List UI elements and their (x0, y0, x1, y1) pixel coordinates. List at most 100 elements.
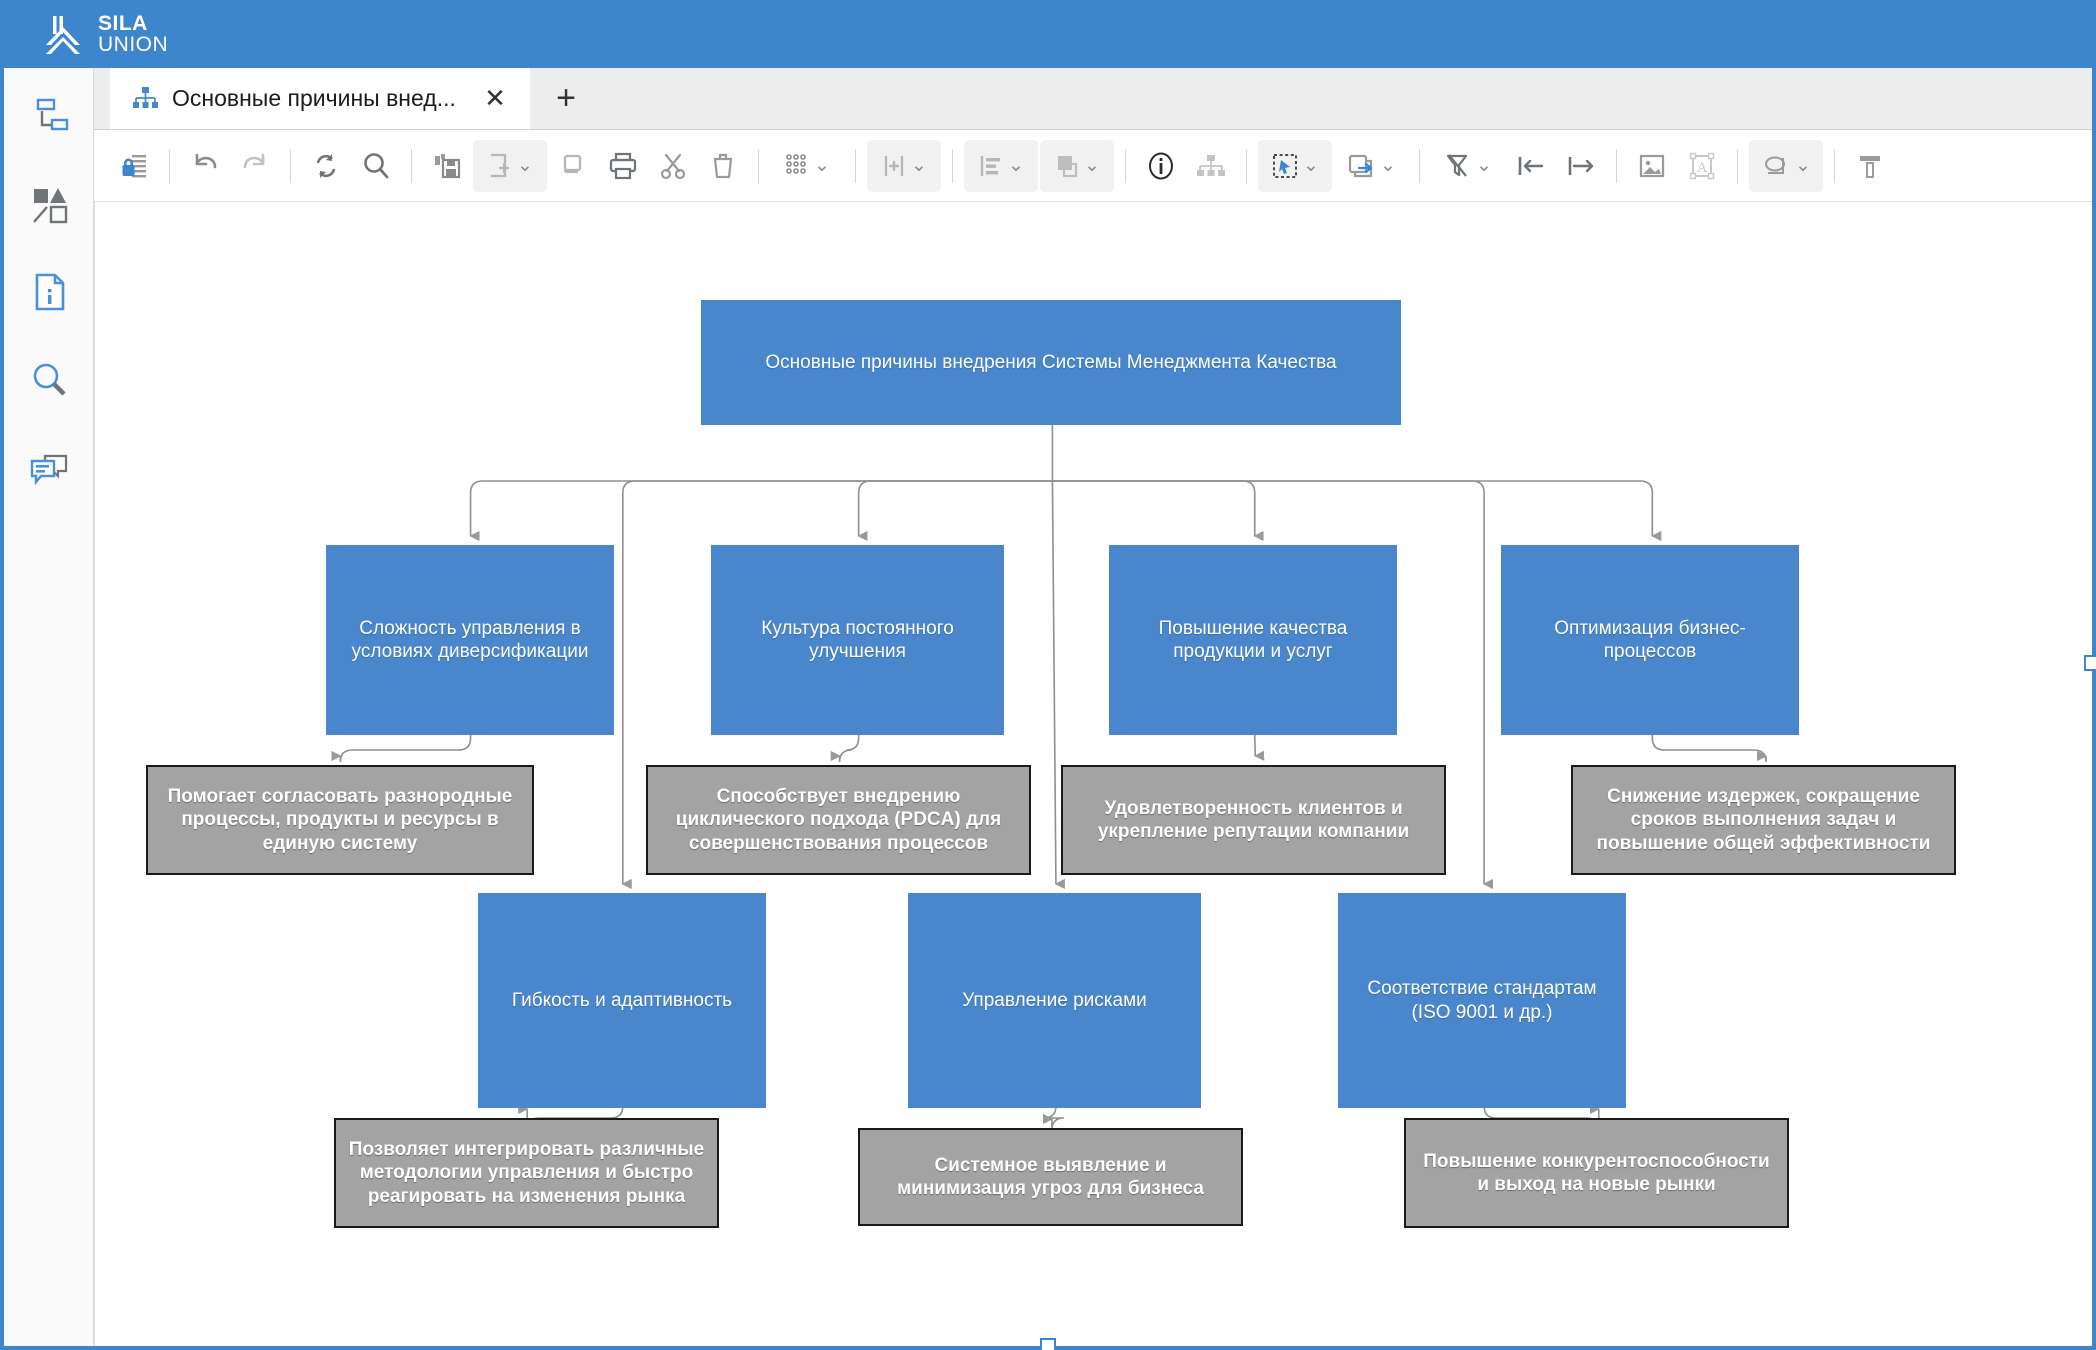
save-copy-button[interactable] (423, 140, 471, 192)
insert-column-dropdown-icon (884, 155, 904, 176)
toolbar-separator (1419, 148, 1420, 183)
sidebar-item-comments[interactable] (19, 440, 79, 496)
brand-name-line1: SILA (98, 12, 148, 35)
toolbar-separator (1246, 148, 1247, 183)
align-dropdown-button[interactable]: ⌄ (964, 139, 1038, 192)
undo-button[interactable] (181, 140, 229, 192)
insert-image-icon (1639, 154, 1665, 177)
connector[interactable] (1253, 734, 1265, 761)
new-page-dropdown-icon (491, 153, 510, 177)
new-page-dropdown-button[interactable]: ⌄ (473, 139, 547, 192)
diagram-node-label: Повышение конкурентоспособности и выход … (1423, 1150, 1770, 1195)
tab-label: Основные причины внед... (172, 84, 456, 111)
sidebar-item-shapes[interactable] (19, 176, 79, 232)
diagram-node-b1[interactable]: Сложность управления в условиях диверсиф… (326, 545, 614, 735)
diagram-canvas[interactable]: Основные причины внедрения Системы Менед… (94, 202, 2096, 1350)
toolbar-separator (952, 148, 953, 183)
select-region-dropdown-button[interactable]: ⌄ (1258, 139, 1332, 192)
diagram-node-g4[interactable]: Снижение издержек, сокращение сроков вып… (1571, 765, 1956, 875)
refresh-button[interactable] (302, 140, 350, 192)
grid-dots-dropdown-button[interactable]: ⌄ (770, 140, 844, 192)
lock-document-button[interactable] (110, 140, 158, 192)
chevron-down-icon: ⌄ (1303, 155, 1319, 176)
sidebar-item-document-info[interactable] (19, 264, 79, 320)
connector[interactable] (1042, 1105, 1064, 1131)
print-button[interactable] (599, 140, 647, 192)
indent-right-button[interactable] (1557, 140, 1605, 192)
redo-button[interactable] (231, 140, 279, 192)
clear-filter-dropdown-button[interactable]: ⌄ (1431, 140, 1505, 192)
brand-name-line2: UNION (98, 33, 169, 56)
delete-icon (713, 153, 733, 178)
toolbar-separator (855, 148, 856, 183)
connector[interactable] (1052, 480, 1662, 542)
diagram-node-b6[interactable]: Управление рисками (908, 893, 1201, 1108)
brand-logo: SILA UNION (40, 11, 168, 57)
export-dropdown-button[interactable]: ⌄ (1334, 140, 1408, 192)
indent-left-button[interactable] (1507, 140, 1555, 192)
tab-active-diagram[interactable]: Основные причины внед... ✕ (110, 67, 530, 129)
sidebar-item-search[interactable] (19, 352, 79, 408)
tab-strip: Основные причины внед... ✕ + (94, 67, 2096, 130)
diagram-node-b7[interactable]: Соответствие стандартам (ISO 9001 и др.) (1338, 893, 1626, 1108)
diagram-node-g6[interactable]: Системное выявление и минимизация угроз … (858, 1128, 1243, 1226)
connector[interactable] (1052, 480, 1494, 890)
refresh-icon (316, 153, 336, 178)
diagram-node-g7[interactable]: Повышение конкурентоспособности и выход … (1404, 1118, 1789, 1228)
connector[interactable] (830, 735, 860, 763)
window-border-left (0, 0, 4, 1350)
chevron-down-icon: ⌄ (1476, 155, 1492, 176)
arrange-shapes-dropdown-button[interactable]: ⌄ (1040, 139, 1114, 192)
new-tab-button[interactable]: + (556, 78, 576, 117)
sidebar-item-structure-tree[interactable] (19, 88, 79, 144)
insert-image-button[interactable] (1628, 140, 1676, 192)
delete-button[interactable] (699, 140, 747, 192)
diagram-node-b5[interactable]: Гибкость и адаптивность (478, 893, 766, 1108)
chevron-down-icon: ⌄ (814, 155, 830, 176)
window-resize-handle-bottom[interactable] (1040, 1338, 1056, 1350)
diagram-node-g5[interactable]: Позволяет интегрировать различные методо… (334, 1118, 719, 1228)
window-resize-handle-right[interactable] (2084, 655, 2096, 671)
indent-left-icon (1518, 156, 1544, 175)
lock-document-icon (122, 154, 146, 177)
connector[interactable] (621, 480, 1053, 890)
duplicate-page-icon (563, 154, 582, 173)
diagram-node-label: Способствует внедрению циклического подх… (675, 786, 1002, 854)
connector[interactable] (857, 480, 1053, 542)
document-info-icon (35, 273, 64, 311)
search-icon (33, 363, 66, 396)
diagram-node-g1[interactable]: Помогает согласовать разнородные процесс… (146, 765, 534, 875)
diagram-node-b3[interactable]: Повышение качества продукции и услуг (1109, 545, 1397, 735)
text-frame-icon: A (1689, 152, 1715, 179)
duplicate-page-button[interactable] (549, 140, 597, 192)
diagram-node-b2[interactable]: Культура постоянного улучшения (711, 545, 1004, 735)
connector[interactable] (469, 480, 1053, 542)
insert-column-dropdown-button[interactable]: ⌄ (867, 139, 941, 192)
info-button[interactable] (1137, 140, 1185, 192)
cut-button[interactable] (649, 140, 697, 192)
toolbar-separator (169, 148, 170, 183)
diagram-node-label: Соответствие стандартам (ISO 9001 и др.) (1367, 978, 1597, 1023)
sila-union-logo-icon (46, 16, 80, 54)
diagram-surface[interactable]: Основные причины внедрения Системы Менед… (95, 202, 2096, 1350)
shape-callout-dropdown-button[interactable]: ⌄ (1749, 139, 1823, 192)
diagram-node-g3[interactable]: Удовлетворенность клиентов и укрепление … (1061, 765, 1446, 875)
align-dropdown-icon (980, 155, 1001, 176)
org-chart-button[interactable] (1187, 140, 1235, 192)
select-region-dropdown-icon (1273, 153, 1298, 178)
table-button[interactable] (1846, 140, 1894, 192)
export-dropdown-icon (1348, 154, 1373, 177)
text-frame-button[interactable]: A (1678, 140, 1726, 192)
chevron-down-icon: ⌄ (911, 155, 927, 176)
arrange-shapes-dropdown-icon (1058, 155, 1078, 177)
diagram-node-b4[interactable]: Оптимизация бизнес-процессов (1501, 545, 1799, 735)
tab-close-icon[interactable]: ✕ (484, 82, 506, 113)
diagram-node-g2[interactable]: Способствует внедрению циклического подх… (646, 765, 1031, 875)
connector[interactable] (331, 735, 472, 763)
diagram-node-root[interactable]: Основные причины внедрения Системы Менед… (701, 300, 1401, 425)
connector[interactable] (1651, 735, 1768, 763)
connector[interactable] (1052, 480, 1264, 542)
connector[interactable] (1051, 480, 1065, 890)
zoom-search-button[interactable] (352, 140, 400, 192)
